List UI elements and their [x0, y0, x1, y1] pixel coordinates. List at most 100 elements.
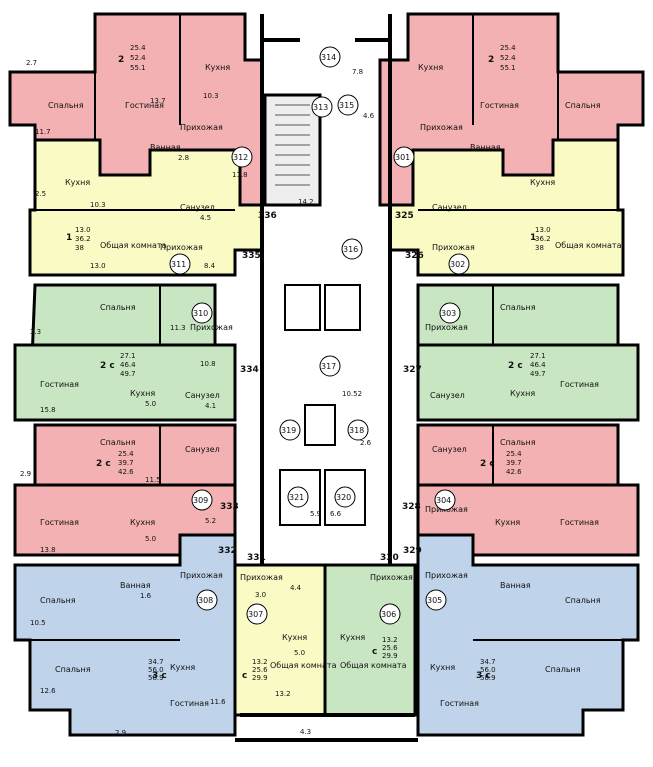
- unit-circle-314: [319, 46, 341, 68]
- unit-circle-306: [379, 603, 401, 625]
- room-areas: 2.7 13.7 10.3 11.7 2.8 11.8 2.5 10.3 4.5…: [20, 59, 375, 737]
- label-wc-311: Санузел: [180, 203, 215, 212]
- label-bedroom-tr: Спальня: [565, 101, 601, 110]
- door-335: 335: [242, 251, 261, 261]
- label-hall-307: Прихожая: [240, 573, 283, 582]
- area-num: 2.9: [115, 729, 126, 737]
- unit-309: 309: [193, 496, 208, 505]
- label-hall-311: Прихожая: [160, 243, 203, 252]
- apt-area-302-c: 38: [535, 244, 544, 252]
- label-living-304: Гостиная: [560, 518, 599, 527]
- area-num: 11.8: [232, 171, 248, 179]
- label-kitchen-306: Кухня: [340, 633, 365, 642]
- unit-314: 314: [321, 53, 336, 62]
- apt-area-309-b: 39.7: [118, 459, 134, 467]
- unit-313: 313: [313, 103, 328, 112]
- apartment-305: [416, 533, 640, 737]
- area-num: 5.2: [205, 517, 216, 525]
- room-labels: Спальня Гостиная Кухня Прихожая Ванная С…: [40, 63, 622, 708]
- label-hall-tr: Прихожая: [420, 123, 463, 132]
- label-kitchen-309: Кухня: [130, 518, 155, 527]
- label-living-303: Гостиная: [560, 380, 599, 389]
- area-num: 11.5: [145, 476, 161, 484]
- unit-circle-318: [347, 419, 369, 441]
- unit-circle-310: [191, 302, 213, 324]
- label-hall-tl: Прихожая: [180, 123, 223, 132]
- unit-304: 304: [436, 496, 451, 505]
- door-334: 334: [240, 365, 259, 375]
- unit-317: 317: [321, 362, 336, 371]
- unit-circle-315: [337, 94, 359, 116]
- unit-320: 320: [336, 493, 351, 502]
- unit-circle-317: [319, 355, 341, 377]
- area-num: 4.1: [205, 402, 216, 410]
- apt-type-308: 3 с: [152, 671, 167, 681]
- label-kitchen-302: Кухня: [530, 178, 555, 187]
- label-bedroom-tl: Спальня: [48, 101, 84, 110]
- apt-area-303-c: 49.7: [530, 370, 546, 378]
- apartment-307: [233, 563, 327, 717]
- exterior-walls: [235, 14, 418, 742]
- apt-area-307-c: 29.9: [252, 674, 268, 682]
- label-hall-302: Прихожая: [432, 243, 475, 252]
- apt-area-304-c: 42.6: [506, 468, 522, 476]
- unit-circle-309: [191, 489, 213, 511]
- area-num: 4.3: [300, 728, 311, 736]
- label-hall-310: Прихожая: [190, 323, 233, 332]
- stair-steps: [275, 104, 310, 186]
- unit-circle-301: [393, 146, 415, 168]
- apartment-badges: 2 25.4 52.4 55.1 2 25.4 52.4 55.1 1 13.0…: [66, 44, 551, 682]
- stairwell: [263, 93, 322, 207]
- label-kitchen-308: Кухня: [170, 663, 195, 672]
- area-num: 5.0: [294, 649, 305, 657]
- door-333: 333: [220, 502, 239, 512]
- apt-area-304-a: 25.4: [506, 450, 522, 458]
- apartment-308-left: [13, 533, 237, 737]
- label-common-302: Общая комната: [555, 241, 622, 250]
- area-num: 6.6: [330, 510, 342, 518]
- apt-area-310-c: 49.7: [120, 370, 136, 378]
- apt-type-303: 2 с: [508, 361, 523, 371]
- area-num: 8.4: [204, 262, 216, 270]
- apt-area-301-a: 25.4: [500, 44, 516, 52]
- unit-302: 302: [450, 260, 465, 269]
- label-kitchen-tr: Кухня: [418, 63, 443, 72]
- label-kitchen-303: Кухня: [510, 389, 535, 398]
- label-wc-309: Санузел: [185, 445, 220, 454]
- label-bath-tl: Ванная: [150, 143, 181, 152]
- unit-311: 311: [171, 260, 186, 269]
- unit-306: 306: [381, 610, 396, 619]
- unit-315: 315: [339, 101, 354, 110]
- unit-321: 321: [289, 493, 304, 502]
- unit-circle-321: [287, 486, 309, 508]
- area-num: 15.8: [40, 406, 56, 414]
- label-living-309: Гостиная: [40, 518, 79, 527]
- area-num: 5.0: [145, 535, 156, 543]
- area-num: 10.8: [200, 360, 216, 368]
- apartment-309-top: [33, 423, 237, 487]
- unit-numbers: 312 301 314 313 315 311 302 316 310 303 …: [169, 46, 470, 625]
- label-common-307: Общая комната: [270, 661, 337, 670]
- label-living-tr: Гостиная: [480, 101, 519, 110]
- area-num: 3.0: [255, 591, 266, 599]
- apt-area-310-b: 46.4: [120, 361, 136, 369]
- apt-area-308-a: 34.7: [148, 658, 164, 666]
- unit-circle-319: [279, 419, 301, 441]
- label-hall-303: Прихожая: [425, 323, 468, 332]
- unit-307: 307: [248, 610, 263, 619]
- apt-type-307: с: [242, 671, 247, 681]
- unit-circle-316: [341, 238, 363, 260]
- apt-area-308-c: 58.9: [148, 674, 164, 682]
- apt-area-306-a: 13.2: [382, 636, 398, 644]
- area-num: 11.3: [170, 324, 186, 332]
- door-336: 336: [258, 211, 277, 221]
- label-kitchen-tl: Кухня: [205, 63, 230, 72]
- area-num: 5.0: [145, 400, 156, 408]
- apt-type-306: с: [372, 647, 377, 657]
- area-num: 7.8: [352, 68, 363, 76]
- area-num: 2.6: [360, 439, 372, 447]
- area-num: 12.6: [40, 687, 56, 695]
- apartment-303-living: [416, 343, 640, 422]
- area-num: 11.6: [210, 698, 226, 706]
